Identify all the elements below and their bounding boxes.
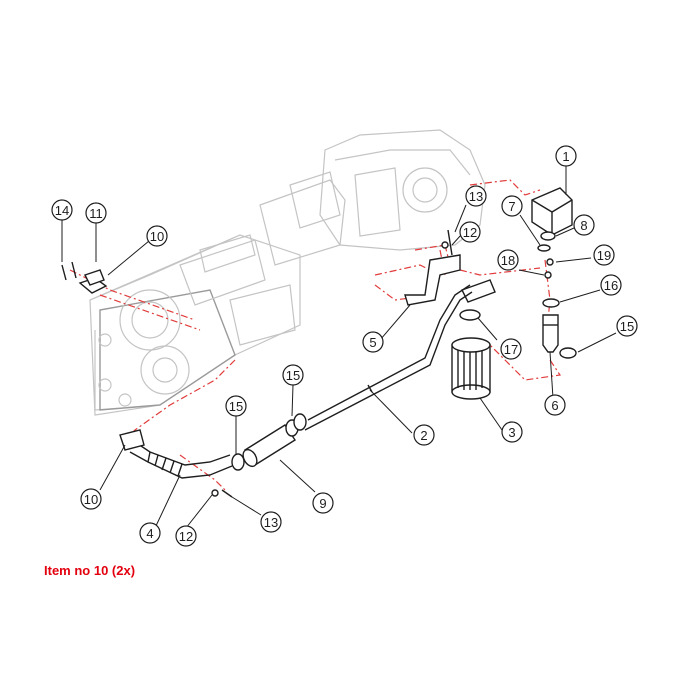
quantity-note: Item no 10 (2x) bbox=[44, 563, 136, 578]
svg-text:4: 4 bbox=[146, 526, 153, 541]
svg-text:15: 15 bbox=[229, 399, 243, 414]
svg-text:14: 14 bbox=[55, 203, 69, 218]
part-washer-8 bbox=[540, 231, 556, 241]
balloon-2[interactable]: 2 bbox=[413, 424, 435, 446]
balloon-10-lower[interactable]: 10 bbox=[80, 488, 102, 510]
part-gasket-10a bbox=[119, 429, 145, 451]
svg-text:6: 6 bbox=[551, 398, 558, 413]
svg-text:3: 3 bbox=[508, 425, 515, 440]
svg-text:11: 11 bbox=[89, 206, 103, 221]
part-clamp-15c bbox=[231, 453, 245, 471]
balloon-13-upper[interactable]: 13 bbox=[465, 185, 487, 207]
svg-text:10: 10 bbox=[150, 229, 164, 244]
balloon-15-lower[interactable]: 15 bbox=[225, 395, 247, 417]
part-clamp-15d bbox=[293, 413, 307, 431]
svg-text:9: 9 bbox=[319, 496, 326, 511]
svg-text:12: 12 bbox=[463, 225, 477, 240]
balloon-5[interactable]: 5 bbox=[362, 331, 384, 353]
part-sensor-housing bbox=[531, 187, 573, 236]
svg-text:15: 15 bbox=[286, 368, 300, 383]
svg-text:18: 18 bbox=[501, 253, 515, 268]
part-filter-canister-3 bbox=[451, 337, 491, 400]
balloon-1[interactable]: 1 bbox=[555, 145, 577, 167]
svg-text:19: 19 bbox=[597, 248, 611, 263]
part-nut-19 bbox=[546, 258, 554, 266]
part-bolt-13a bbox=[447, 229, 453, 256]
part-bracket-5 bbox=[404, 254, 461, 306]
svg-text:13: 13 bbox=[469, 189, 483, 204]
balloon-15-right[interactable]: 15 bbox=[616, 315, 638, 337]
balloon-16[interactable]: 16 bbox=[600, 274, 622, 296]
svg-text:1: 1 bbox=[562, 149, 569, 164]
parts bbox=[61, 187, 577, 498]
svg-text:13: 13 bbox=[264, 515, 278, 530]
part-washer-12b bbox=[211, 489, 219, 497]
svg-text:10: 10 bbox=[84, 492, 98, 507]
machine-housing bbox=[89, 129, 486, 416]
balloon-8[interactable]: 8 bbox=[573, 214, 595, 236]
balloon-15-upper[interactable]: 15 bbox=[282, 364, 304, 386]
balloon-12-upper[interactable]: 12 bbox=[459, 221, 481, 243]
balloon-4[interactable]: 4 bbox=[139, 522, 161, 544]
balloon-13-lower[interactable]: 13 bbox=[260, 511, 282, 533]
balloon-6[interactable]: 6 bbox=[544, 394, 566, 416]
part-flange-11 bbox=[84, 269, 105, 286]
part-pipe-9 bbox=[242, 424, 296, 468]
svg-text:8: 8 bbox=[580, 218, 587, 233]
part-bolt-13b bbox=[221, 489, 233, 498]
svg-text:2: 2 bbox=[420, 428, 427, 443]
part-fitting-6 bbox=[542, 314, 559, 353]
svg-text:15: 15 bbox=[620, 319, 634, 334]
svg-text:17: 17 bbox=[504, 342, 518, 357]
svg-text:7: 7 bbox=[508, 199, 515, 214]
balloon-9[interactable]: 9 bbox=[312, 492, 334, 514]
balloon-11[interactable]: 11 bbox=[85, 202, 107, 224]
part-filter-head-17 bbox=[459, 279, 496, 321]
part-oring-7 bbox=[537, 244, 551, 252]
part-flex-pipe-4 bbox=[129, 439, 233, 479]
balloon-19[interactable]: 19 bbox=[593, 244, 615, 266]
balloon-10-upper[interactable]: 10 bbox=[146, 225, 168, 247]
svg-text:12: 12 bbox=[179, 529, 193, 544]
svg-text:5: 5 bbox=[369, 335, 376, 350]
balloon-17[interactable]: 17 bbox=[500, 338, 522, 360]
balloon-3[interactable]: 3 bbox=[501, 421, 523, 443]
part-nut-18 bbox=[544, 271, 552, 279]
balloon-7[interactable]: 7 bbox=[501, 195, 523, 217]
svg-text:16: 16 bbox=[604, 278, 618, 293]
part-bolt-14 bbox=[61, 261, 77, 281]
balloon-18[interactable]: 18 bbox=[497, 249, 519, 271]
part-washer-12a bbox=[441, 241, 449, 249]
part-washer-16 bbox=[542, 298, 560, 308]
balloon-12-lower[interactable]: 12 bbox=[175, 525, 197, 547]
part-balloons: 1 2 3 4 5 6 7 8 9 10 10 bbox=[51, 145, 638, 547]
part-clamp-15a bbox=[559, 347, 577, 359]
leader-lines bbox=[61, 166, 617, 529]
balloon-14[interactable]: 14 bbox=[51, 199, 73, 221]
